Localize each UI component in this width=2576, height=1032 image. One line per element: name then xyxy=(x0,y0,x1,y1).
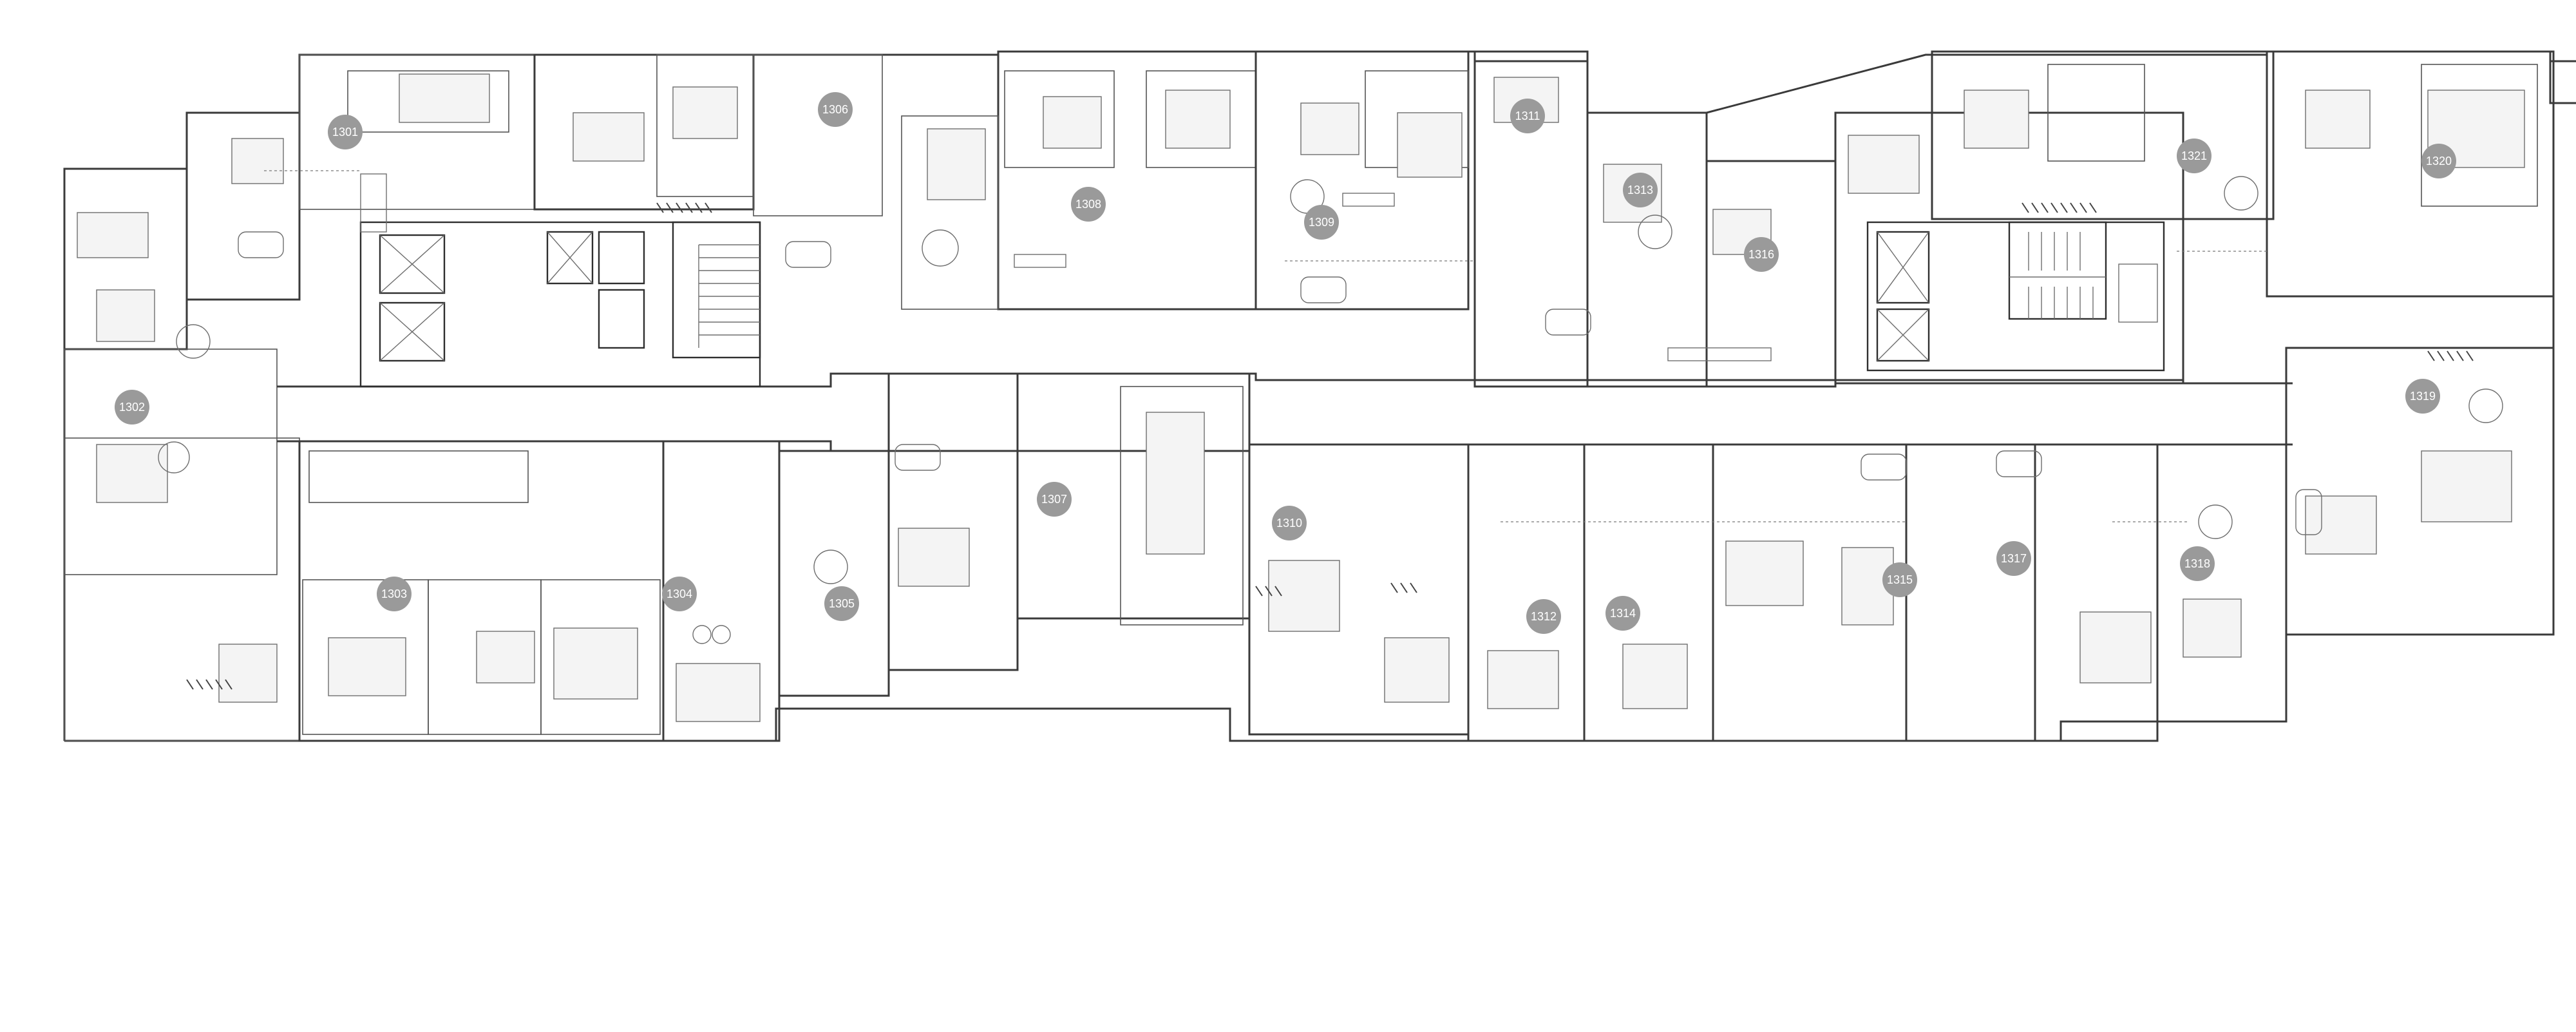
unit-label-1317: 1317 xyxy=(2001,552,2027,565)
unit-badge-1312[interactable]: 1312 xyxy=(1526,599,1561,634)
unit-badge-1314[interactable]: 1314 xyxy=(1605,596,1640,631)
unit-badge-1310[interactable]: 1310 xyxy=(1272,506,1307,540)
unit-badge-1318[interactable]: 1318 xyxy=(2180,546,2215,581)
unit-badge-1306[interactable]: 1306 xyxy=(818,92,853,127)
unit-label-1311: 1311 xyxy=(1515,110,1540,122)
unit-label-1303: 1303 xyxy=(381,588,407,600)
unit-badge-1311[interactable]: 1311 xyxy=(1510,99,1545,133)
right-stairs xyxy=(2008,221,2107,320)
unit-label-1301: 1301 xyxy=(332,126,358,139)
unit-badge-1302[interactable]: 1302 xyxy=(115,390,149,425)
central-corridor xyxy=(277,372,2293,452)
unit-badge-1305[interactable]: 1305 xyxy=(824,586,859,621)
unit-badge-1313[interactable]: 1313 xyxy=(1623,173,1658,207)
unit-badge-1319[interactable]: 1319 xyxy=(2405,379,2440,414)
unit-badge-1309[interactable]: 1309 xyxy=(1304,205,1339,240)
unit-label-1316: 1316 xyxy=(1748,248,1774,261)
unit-label-1315: 1315 xyxy=(1887,573,1913,586)
unit-label-1310: 1310 xyxy=(1276,517,1302,530)
unit-label-1304: 1304 xyxy=(667,588,692,600)
unit-badge-1303[interactable]: 1303 xyxy=(377,577,412,611)
unit-badge-1304[interactable]: 1304 xyxy=(662,577,697,611)
unit-label-1313: 1313 xyxy=(1627,184,1653,196)
unit-label-1309: 1309 xyxy=(1309,216,1334,229)
window-hatching xyxy=(186,202,2474,690)
unit-label-1319: 1319 xyxy=(2410,390,2436,403)
unit-badge-1321[interactable]: 1321 xyxy=(2177,139,2211,173)
unit-label-1320: 1320 xyxy=(2426,155,2452,167)
right-core xyxy=(1866,221,2165,372)
unit-label-1302: 1302 xyxy=(119,401,145,414)
unit-label-1308: 1308 xyxy=(1075,198,1101,211)
unit-badge-1307[interactable]: 1307 xyxy=(1037,482,1072,517)
unit-label-1307: 1307 xyxy=(1041,493,1067,506)
unit-label-1318: 1318 xyxy=(2184,557,2210,570)
unit-label-1312: 1312 xyxy=(1531,610,1557,623)
unit-badge-1316[interactable]: 1316 xyxy=(1744,237,1779,272)
unit-label-1305: 1305 xyxy=(829,597,855,610)
furniture xyxy=(77,73,2525,722)
unit-label-1306: 1306 xyxy=(822,103,848,116)
top-row-apartments xyxy=(63,50,2555,741)
dashed-partitions xyxy=(264,170,2267,522)
unit-badge-1301[interactable]: 1301 xyxy=(328,115,363,149)
unit-label-1321: 1321 xyxy=(2181,149,2207,162)
unit-badge-1308[interactable]: 1308 xyxy=(1071,187,1106,222)
unit-badge-1315[interactable]: 1315 xyxy=(1882,562,1917,597)
left-stairs xyxy=(698,244,760,348)
unit-label-1314: 1314 xyxy=(1610,607,1636,620)
left-core xyxy=(359,221,761,388)
unit-badge-1317[interactable]: 1317 xyxy=(1996,541,2031,576)
unit-badge-1320[interactable]: 1320 xyxy=(2421,144,2456,178)
unit-badges: 1301 1302 1303 1304 1305 1306 1307 1308 … xyxy=(115,92,2456,634)
